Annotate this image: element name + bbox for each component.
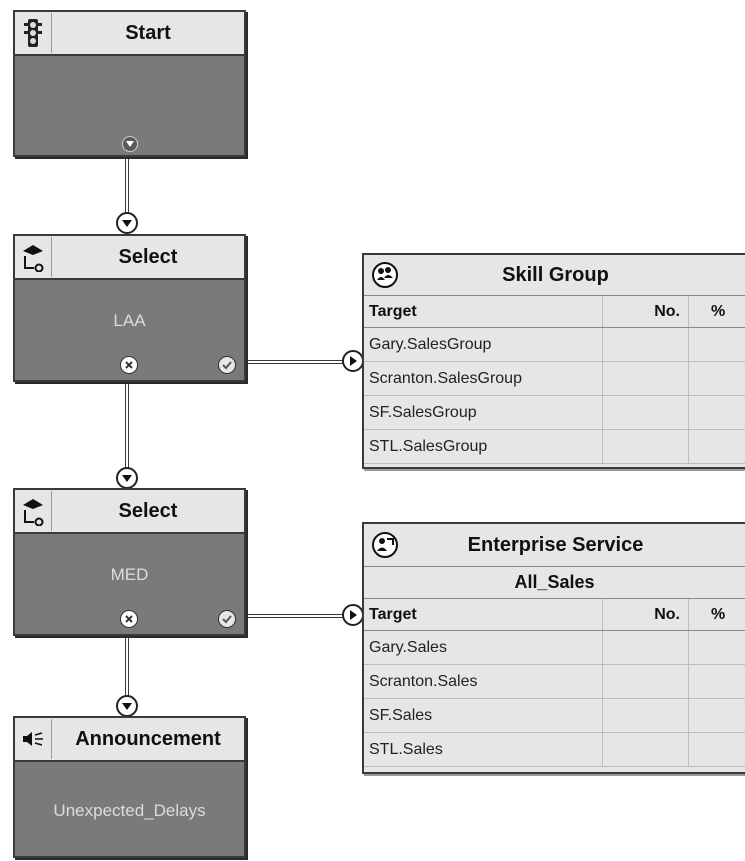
select-node-title: Select <box>118 245 178 268</box>
no-cell <box>603 665 689 698</box>
announcement-input-port[interactable] <box>116 695 138 717</box>
skill-group-title: Skill Group <box>502 263 609 286</box>
no-cell <box>603 328 689 361</box>
no-cell <box>603 733 689 766</box>
no-cell <box>603 699 689 732</box>
no-cell <box>603 362 689 395</box>
select-node-title: Select <box>118 499 178 522</box>
no-cell <box>603 631 689 664</box>
success-port[interactable] <box>218 356 236 374</box>
target-cell: Scranton.Sales <box>364 665 603 698</box>
failure-port[interactable] <box>120 356 138 374</box>
enterprise-service-table[interactable]: Enterprise Service All_Sales Target No. … <box>362 522 745 774</box>
target-cell: Gary.SalesGroup <box>364 328 603 361</box>
skill-group-icon <box>364 261 406 289</box>
start-node[interactable]: Start <box>13 10 246 157</box>
select-node-label: LAA <box>113 311 146 330</box>
column-target: Target <box>364 599 603 630</box>
table-row[interactable]: SF.Sales <box>364 699 745 733</box>
percent-cell <box>689 362 745 395</box>
start-node-title: Start <box>125 21 171 44</box>
select1-input-port[interactable] <box>116 212 138 234</box>
skill-group-table[interactable]: Skill Group Target No. % Gary.SalesGroup… <box>362 253 745 469</box>
connector-select2-announcement <box>125 636 129 698</box>
column-no: No. <box>603 296 689 327</box>
enterprise-service-title: Enterprise Service <box>467 533 644 556</box>
select2-input-port[interactable] <box>116 467 138 489</box>
announcement-node-title: Announcement <box>75 727 221 750</box>
table-header-row: Target No. % <box>364 296 745 328</box>
connector-select2-enterprise <box>246 614 346 618</box>
connector-select1-skillgroup <box>246 360 346 364</box>
skill-group-header: Skill Group <box>364 255 745 296</box>
table-row[interactable]: Gary.SalesGroup <box>364 328 745 362</box>
target-cell: Scranton.SalesGroup <box>364 362 603 395</box>
start-output-port[interactable] <box>122 136 138 152</box>
percent-cell <box>689 631 745 664</box>
select-node-med[interactable]: Select MED <box>13 488 246 636</box>
target-cell: STL.Sales <box>364 733 603 766</box>
select-node-header: Select <box>15 490 244 534</box>
percent-cell <box>689 699 745 732</box>
no-cell <box>603 396 689 429</box>
table-row[interactable]: Gary.Sales <box>364 631 745 665</box>
target-cell: STL.SalesGroup <box>364 430 603 463</box>
no-cell <box>603 430 689 463</box>
select-icon <box>15 491 52 531</box>
table-row[interactable]: SF.SalesGroup <box>364 396 745 430</box>
percent-cell <box>689 430 745 463</box>
success-port[interactable] <box>218 610 236 628</box>
percent-cell <box>689 328 745 361</box>
select-node-laa[interactable]: Select LAA <box>13 234 246 382</box>
announcement-node-label: Unexpected_Delays <box>53 801 206 820</box>
enterprise-service-input-port[interactable] <box>342 604 364 626</box>
table-header-row: Target No. % <box>364 599 745 631</box>
percent-cell <box>689 665 745 698</box>
announcement-node[interactable]: Announcement Unexpected_Delays <box>13 716 246 858</box>
connector-select1-select2 <box>125 382 129 468</box>
target-cell: SF.Sales <box>364 699 603 732</box>
column-percent: % <box>711 605 726 623</box>
select-node-label: MED <box>110 565 149 584</box>
skill-group-input-port[interactable] <box>342 350 364 372</box>
percent-cell <box>689 396 745 429</box>
target-cell: SF.SalesGroup <box>364 396 603 429</box>
announcement-node-header: Announcement <box>15 718 244 762</box>
enterprise-service-icon <box>364 531 406 559</box>
column-no: No. <box>603 599 689 630</box>
select-node-header: Select <box>15 236 244 280</box>
connector-start-select1 <box>125 151 129 214</box>
table-row[interactable]: Scranton.SalesGroup <box>364 362 745 396</box>
table-row[interactable]: STL.SalesGroup <box>364 430 745 464</box>
target-cell: Gary.Sales <box>364 631 603 664</box>
column-percent: % <box>711 302 726 320</box>
percent-cell <box>689 733 745 766</box>
table-row[interactable]: Scranton.Sales <box>364 665 745 699</box>
speaker-icon <box>15 719 52 759</box>
enterprise-service-header: Enterprise Service <box>364 524 745 567</box>
start-node-header: Start <box>15 12 244 56</box>
failure-port[interactable] <box>120 610 138 628</box>
column-target: Target <box>364 296 603 327</box>
table-row[interactable]: STL.Sales <box>364 733 745 767</box>
traffic-light-icon <box>15 13 52 53</box>
select-icon <box>15 237 52 277</box>
enterprise-service-subtitle: All_Sales <box>364 567 745 599</box>
